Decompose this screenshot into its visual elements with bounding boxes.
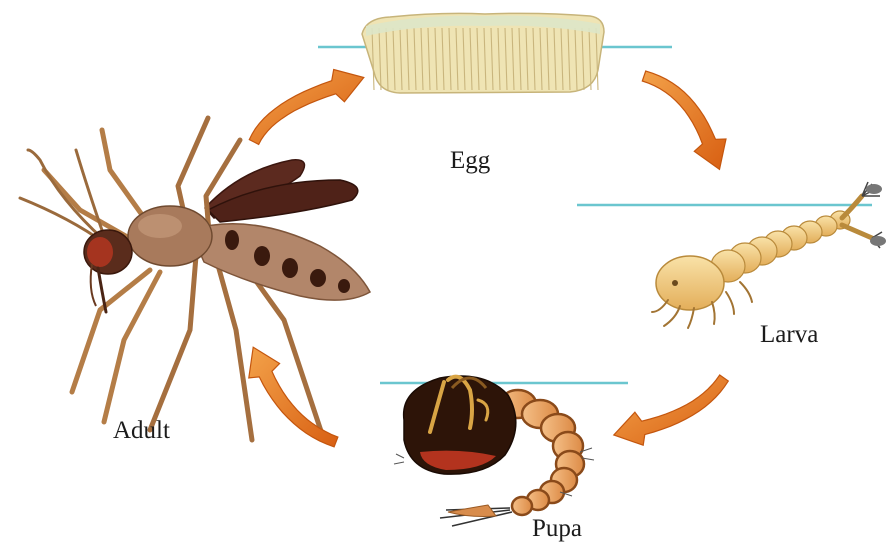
pupa-illustration (394, 376, 594, 526)
adult-label: Adult (113, 418, 170, 443)
egg-raft-illustration (362, 13, 604, 93)
arrow-larva-to-pupa (614, 375, 729, 445)
pupa-label: Pupa (532, 516, 582, 541)
egg-label: Egg (450, 148, 490, 173)
larva-label: Larva (760, 322, 818, 347)
arrow-egg-to-larva (642, 71, 726, 169)
arrow-pupa-to-adult (249, 347, 338, 447)
arrow-adult-to-egg (249, 70, 363, 145)
adult-mosquito-illustration (20, 118, 370, 440)
